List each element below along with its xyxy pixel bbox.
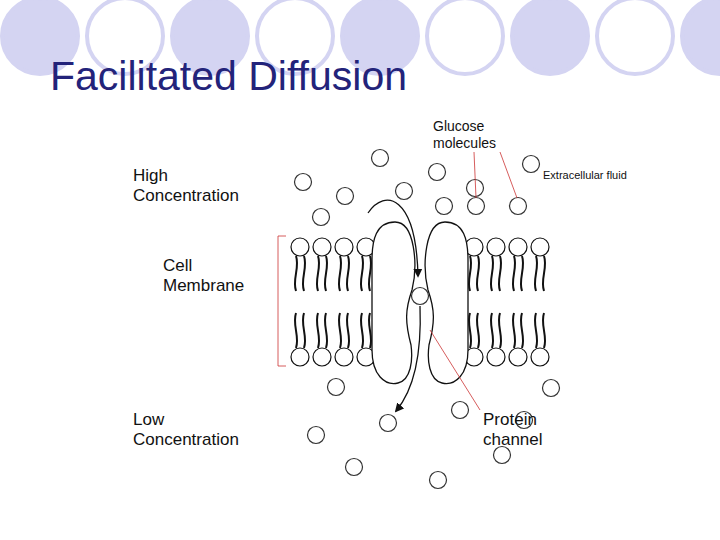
lipid-tail <box>477 313 479 348</box>
glucose-molecule <box>430 472 447 489</box>
lipid-tail <box>491 313 493 348</box>
glucose-molecule <box>429 164 446 181</box>
phospholipid-head <box>487 238 505 256</box>
lipid-tail <box>347 313 349 348</box>
glucose-molecule <box>412 288 429 305</box>
lipid-tail <box>491 256 493 291</box>
decorative-circle <box>512 0 588 74</box>
lipid-tail <box>535 313 537 348</box>
phospholipid-head <box>509 238 527 256</box>
glucose-molecule <box>452 402 469 419</box>
phospholipid-head <box>291 238 309 256</box>
glucose-molecule <box>346 459 363 476</box>
channel-label: Protein channel <box>483 410 573 451</box>
glucose-molecule <box>510 198 527 215</box>
glucose-molecule <box>543 380 560 397</box>
glucose-molecule <box>313 209 330 226</box>
lipid-tail <box>521 256 523 291</box>
lipid-tail <box>469 313 471 348</box>
lipid-tail <box>499 313 501 348</box>
glucose-molecule <box>396 183 413 200</box>
glucose-molecule <box>468 198 485 215</box>
lipid-tail <box>361 313 363 348</box>
phospholipid-head <box>313 238 331 256</box>
lipid-tail <box>295 256 297 291</box>
glucose-molecule <box>308 427 325 444</box>
lipid-tail <box>339 313 341 348</box>
lipid-tail <box>535 256 537 291</box>
decorative-circle <box>682 0 720 74</box>
glucose-molecule <box>295 174 312 191</box>
protein-lobe <box>425 222 468 383</box>
fluid-label: Extracellular fluid <box>543 169 663 182</box>
lipid-tail <box>369 313 371 348</box>
leader-line <box>474 152 476 198</box>
slide-title: Facilitated Diffusion <box>50 56 407 97</box>
leader-line <box>430 330 480 410</box>
flow-arrow <box>368 200 418 276</box>
lipid-tail <box>325 313 327 348</box>
protein-lobe <box>372 222 415 383</box>
membrane-label: Cell Membrane <box>163 256 273 297</box>
phospholipid-head <box>291 348 309 366</box>
glucose-label: Glucose molecules <box>433 118 533 152</box>
region-label: Low Concentration <box>133 410 258 451</box>
lipid-tail <box>513 313 515 348</box>
glucose-molecule <box>380 415 397 432</box>
lipid-tail <box>499 256 501 291</box>
lipid-tail <box>303 256 305 291</box>
decorative-circle <box>427 0 503 74</box>
lipid-tail <box>339 256 341 291</box>
lipid-tail <box>543 256 545 291</box>
lipid-tail <box>469 256 471 291</box>
lipid-tail <box>317 256 319 291</box>
region-label: High Concentration <box>133 166 258 207</box>
glucose-molecule <box>436 198 453 215</box>
phospholipid-head <box>335 348 353 366</box>
lipid-tail <box>325 256 327 291</box>
glucose-molecule <box>328 379 345 396</box>
leader-line <box>500 152 517 198</box>
phospholipid-head <box>313 348 331 366</box>
lipid-tail <box>543 313 545 348</box>
glucose-molecule <box>523 156 540 173</box>
lipid-tail <box>513 256 515 291</box>
lipid-tail <box>295 313 297 348</box>
lipid-tail <box>303 313 305 348</box>
phospholipid-head <box>531 238 549 256</box>
decorative-circle <box>597 0 673 74</box>
flow-arrow <box>396 306 420 411</box>
lipid-tail <box>317 313 319 348</box>
lipid-tail <box>521 313 523 348</box>
glucose-molecule <box>372 150 389 167</box>
phospholipid-head <box>509 348 527 366</box>
phospholipid-head <box>531 348 549 366</box>
lipid-tail <box>477 256 479 291</box>
lipid-tail <box>361 256 363 291</box>
phospholipid-head <box>487 348 505 366</box>
glucose-molecule <box>337 188 354 205</box>
membrane-bracket <box>278 236 286 366</box>
lipid-tail <box>369 256 371 291</box>
phospholipid-head <box>335 238 353 256</box>
lipid-tail <box>347 256 349 291</box>
